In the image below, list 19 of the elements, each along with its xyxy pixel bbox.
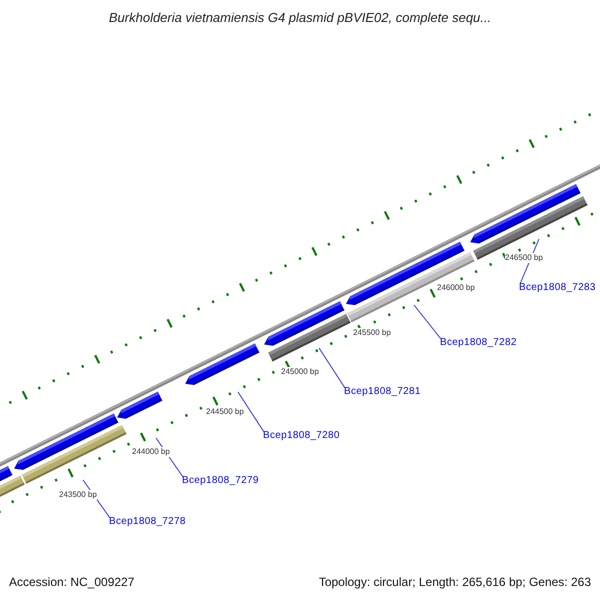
scale-label: 246000 bp bbox=[437, 283, 475, 293]
gene-label: Bcep1808_7281 bbox=[344, 386, 421, 397]
gene-label: Bcep1808_7283 bbox=[519, 282, 596, 293]
leader-line bbox=[414, 304, 442, 340]
genome-summary-text: Topology: circular; Length: 265,616 bp; Genes: 263 bbox=[318, 575, 591, 589]
accession-text: Accession: NC_009227 bbox=[9, 575, 134, 589]
leader-line bbox=[238, 392, 264, 432]
scale-label: 245000 bp bbox=[281, 367, 319, 377]
gene-label: Bcep1808_7278 bbox=[109, 516, 186, 527]
scale-label: 245500 bp bbox=[353, 328, 391, 338]
leader-line bbox=[318, 348, 346, 388]
scale-label: 244500 bp bbox=[206, 407, 244, 417]
scale-label: 243500 bp bbox=[59, 490, 97, 500]
scale-label: 244000 bp bbox=[132, 447, 170, 457]
gene-label: Bcep1808_7282 bbox=[440, 337, 517, 348]
gene-label: Bcep1808_7280 bbox=[263, 430, 340, 441]
map-title: Burkholderia vietnamiensis G4 plasmid pBVIE02, complete sequ... bbox=[108, 10, 492, 25]
gene-label: Bcep1808_7279 bbox=[182, 475, 259, 486]
scale-label: 246500 bp bbox=[505, 253, 543, 263]
